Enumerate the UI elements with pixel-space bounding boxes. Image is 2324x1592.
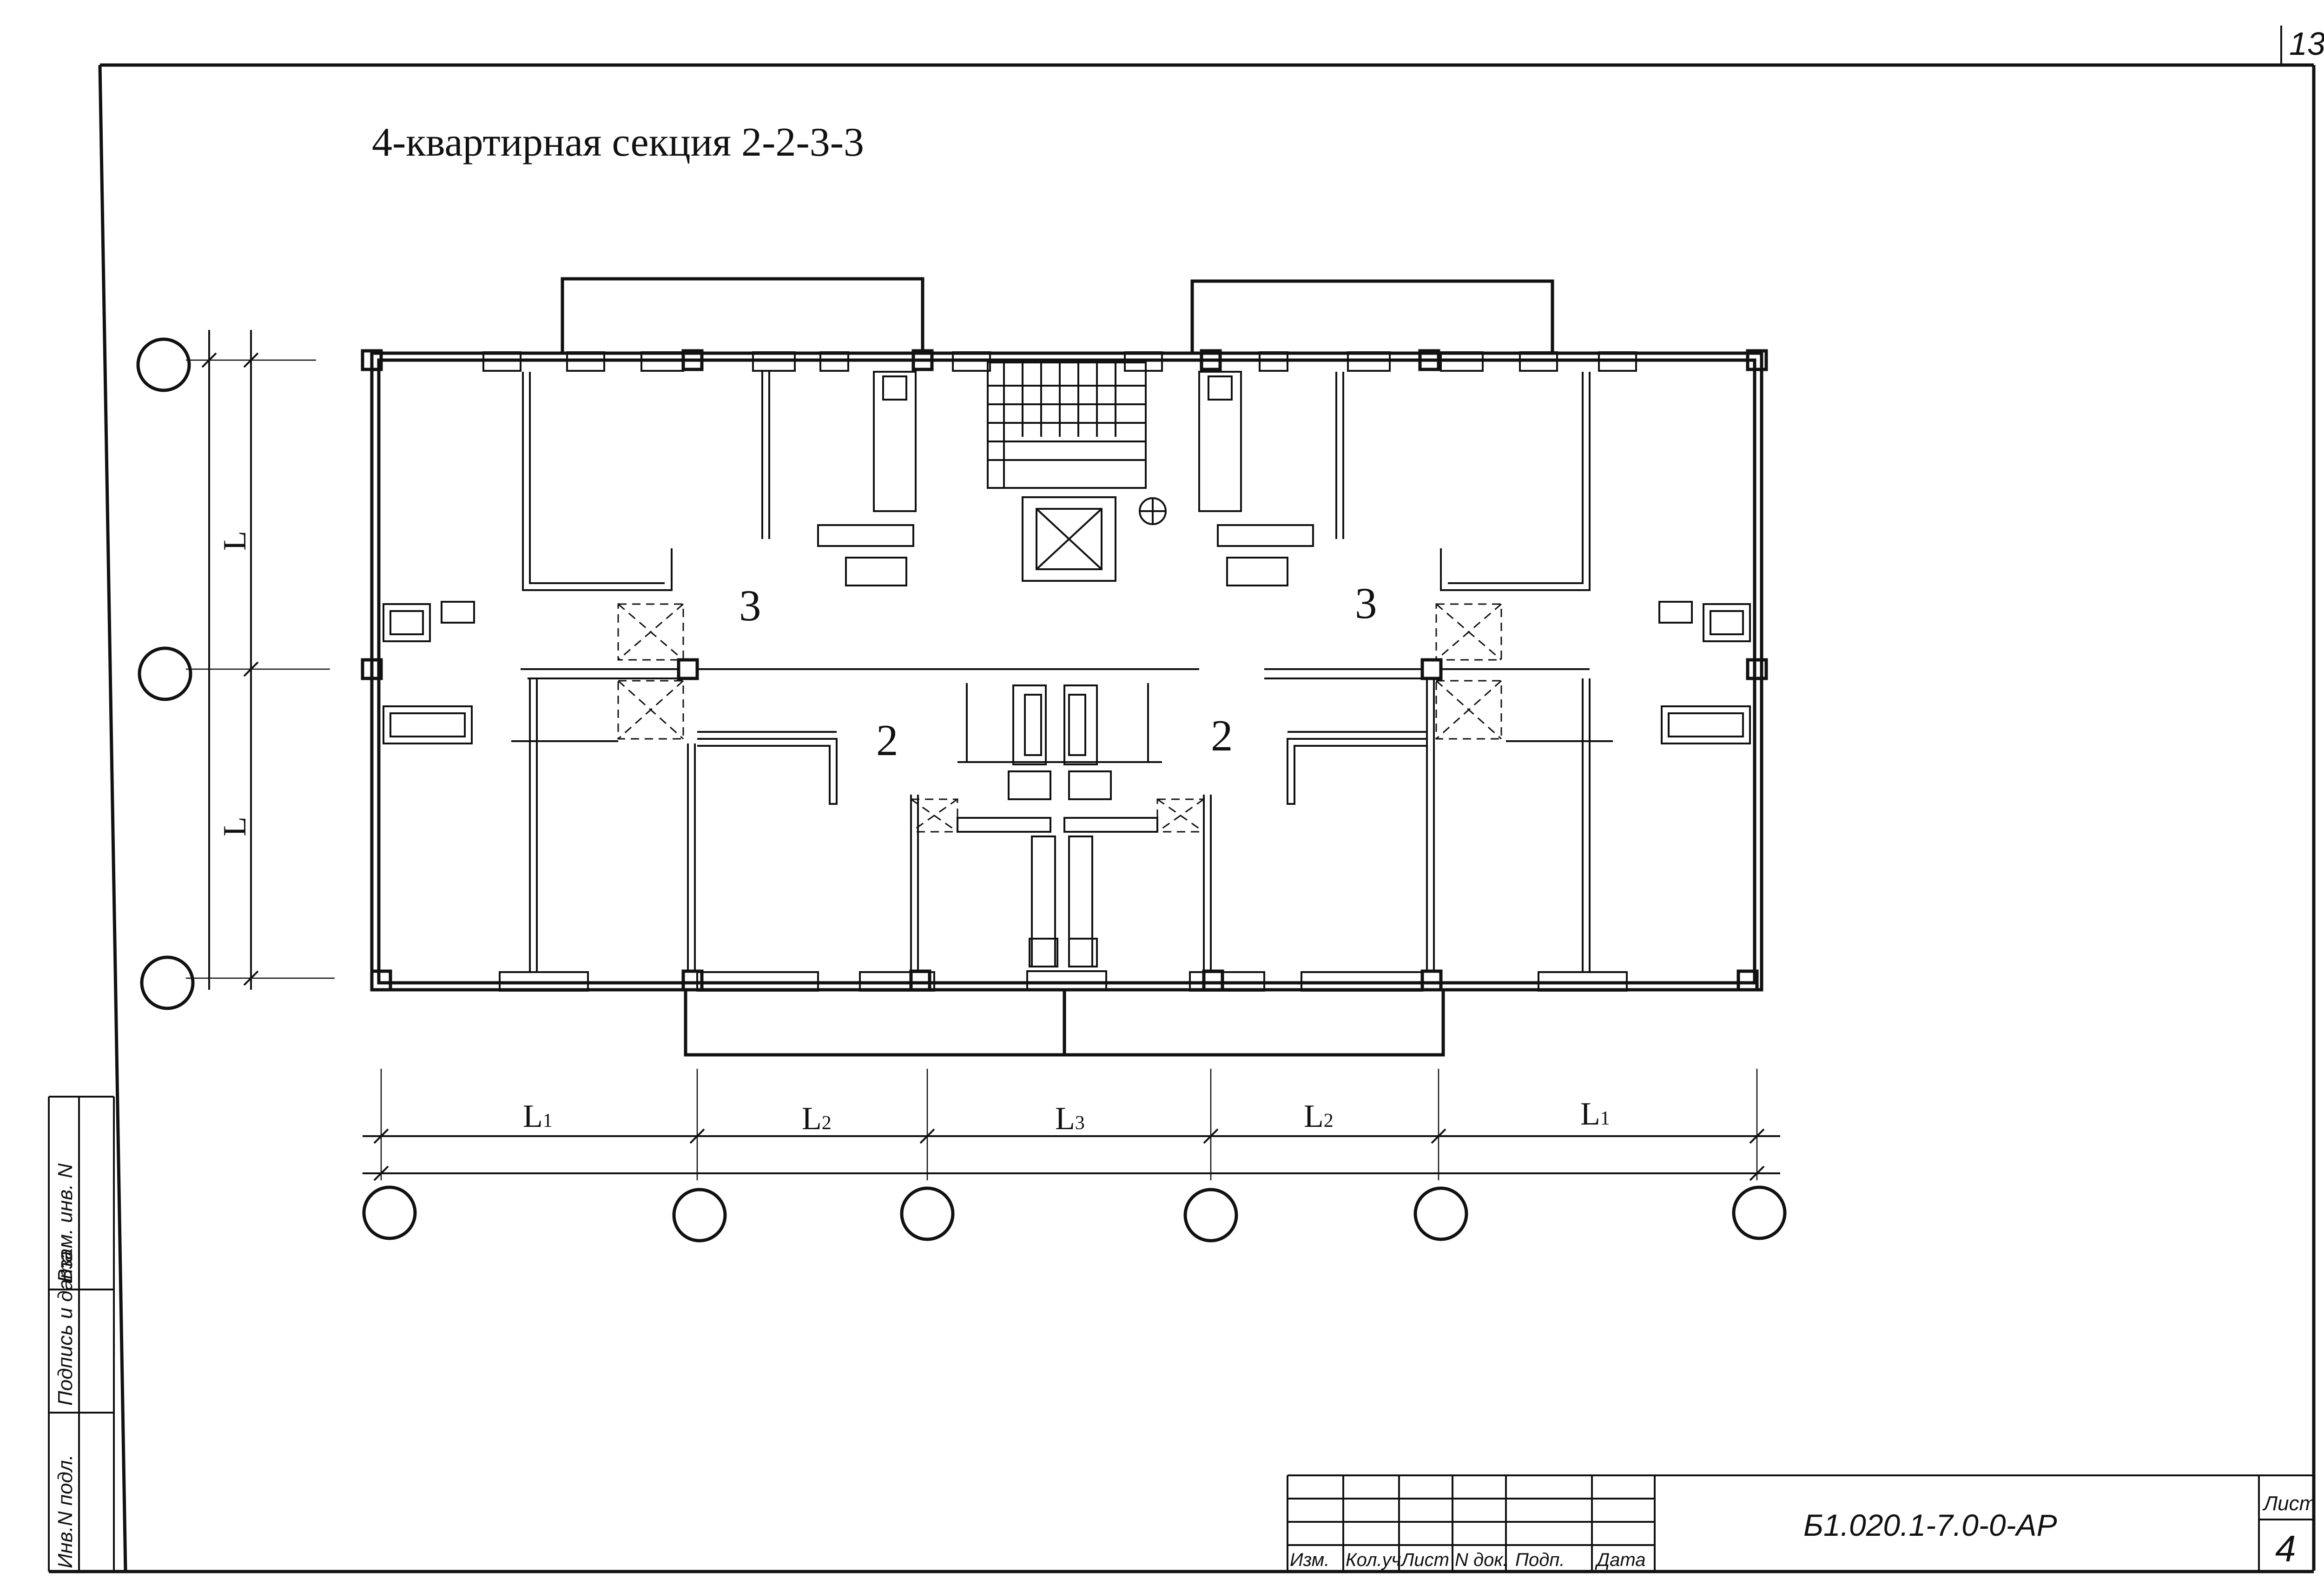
- sheet-frame: [49, 26, 2316, 1573]
- title-block-col-doc: N док.: [1455, 1550, 1508, 1570]
- horizontal-dimensions: [362, 1069, 1787, 1243]
- windows-bottom: [499, 971, 1628, 992]
- apartment-label-3-left: 3: [739, 581, 761, 630]
- page-number: 13: [2289, 26, 2324, 62]
- side-stamp: [48, 1096, 115, 1572]
- horizontal-dim-5: L1: [1580, 1096, 1610, 1132]
- horizontal-dim-2: L2: [802, 1101, 832, 1137]
- title-block-col-date: Дата: [1595, 1550, 1646, 1570]
- vertical-dim-lower: L: [217, 816, 253, 836]
- horizontal-dim-4: L2: [1304, 1099, 1334, 1134]
- title-block-sheet-number: 4: [2275, 1528, 2296, 1569]
- partitions: [511, 372, 1613, 971]
- stair-core: [987, 362, 1167, 582]
- title-block-col-count: Кол.уч: [1346, 1550, 1401, 1570]
- horizontal-dim-3: L3: [1055, 1101, 1085, 1137]
- floor-plan: 3 3 2 2: [361, 277, 1768, 1057]
- side-stamp-inventory: Инв.N подл.: [54, 1454, 77, 1568]
- drawing-title: 4-квартирная секция 2-2-3-3: [372, 120, 864, 165]
- title-block-sheet-label: Лист: [2262, 1492, 2316, 1515]
- horizontal-dim-1: L1: [523, 1099, 553, 1134]
- apartment-label-2-left: 2: [876, 716, 898, 765]
- central-shafts: [957, 683, 1162, 991]
- apartment-label-3-right: 3: [1355, 579, 1377, 628]
- title-block: [1287, 1474, 2314, 1572]
- apartment-label-2-right: 2: [1211, 711, 1233, 760]
- vent-hatches: [617, 603, 1502, 833]
- side-stamp-signature-date: Подпись и дата: [54, 1251, 77, 1406]
- title-block-designation: Б1.020.1-7.0-0-АР: [1803, 1508, 2057, 1542]
- wet-rooms-right: [1198, 371, 1751, 744]
- title-block-col-change: Изм.: [1290, 1550, 1329, 1570]
- columns: [361, 349, 1768, 992]
- vertical-dimensions: [136, 330, 335, 1010]
- vertical-dim-upper: L: [217, 531, 253, 551]
- title-block-col-sign: Подп.: [1515, 1550, 1565, 1570]
- wet-rooms-left: [383, 371, 917, 744]
- title-block-col-sheet: Лист: [1400, 1550, 1449, 1570]
- side-stamp-replacement: Взам. инв. N: [54, 1164, 77, 1283]
